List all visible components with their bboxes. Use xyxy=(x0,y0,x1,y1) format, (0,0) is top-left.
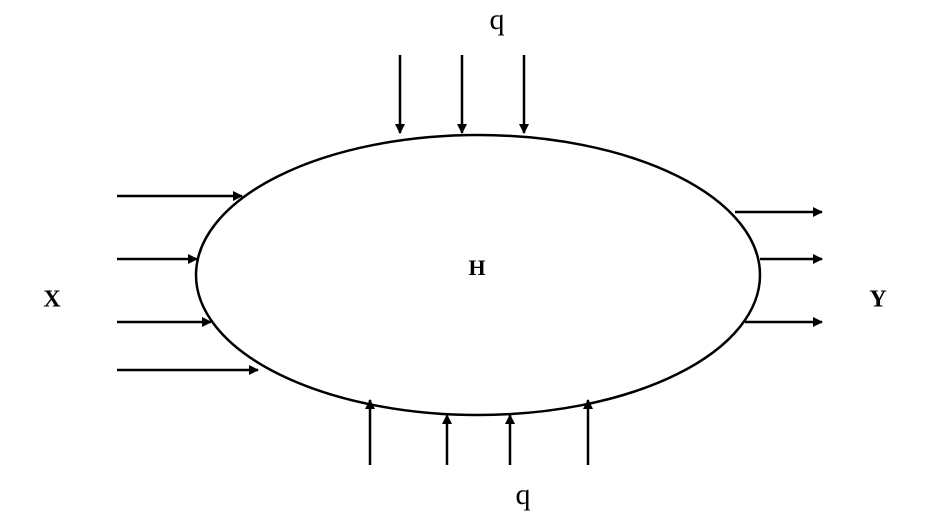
left-label: X xyxy=(43,286,61,313)
top-load-label: q xyxy=(489,3,505,36)
center-label: H xyxy=(468,255,486,280)
right-label: Y xyxy=(869,286,887,313)
ellipse-body xyxy=(194,133,762,417)
bottom-load-label: q xyxy=(515,478,531,511)
